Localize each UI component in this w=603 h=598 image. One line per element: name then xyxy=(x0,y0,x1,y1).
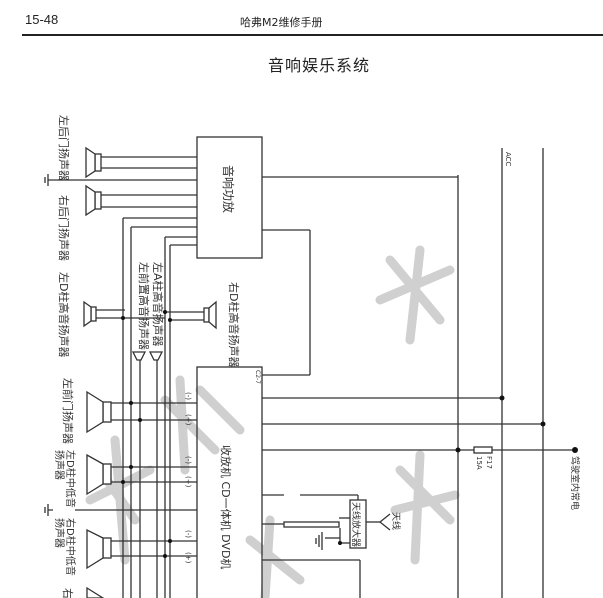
speaker-left-d-pillar-mid xyxy=(86,453,112,496)
antenna-label: 天线 xyxy=(390,512,402,530)
label-right-d-pillar-mid: 右D柱中低音扬声器 xyxy=(53,518,75,580)
label-right-rear-door: 右后门扬声器 xyxy=(57,195,71,261)
antenna-amplifier-label: 天线放大器 xyxy=(350,502,362,547)
speaker-left-front-tweeter xyxy=(131,351,147,361)
header-rule xyxy=(22,34,603,36)
page-title: 音响娱乐系统 xyxy=(267,56,370,75)
speaker-right-rear-door xyxy=(85,184,102,217)
polarity-minus: (-) xyxy=(184,530,192,538)
page-number: 15-48 xyxy=(25,12,59,27)
acc-label: ACC xyxy=(504,152,512,167)
power-source-label: 驾驶室内常电 xyxy=(569,456,581,510)
speaker-partial-bottom xyxy=(86,586,105,598)
label-left-front-tweeter: 左前置高音扬声器 xyxy=(137,262,151,350)
label-right-d-pillar-tweeter: 右D柱高音扬声器 xyxy=(227,282,241,367)
speaker-right-d-pillar-tweeter xyxy=(203,300,217,330)
manual-title: 哈弗M2维修手册 xyxy=(240,16,323,29)
label-left-rear-door: 左后门扬声器 xyxy=(57,115,71,181)
power-terminal xyxy=(572,447,578,453)
speaker-left-d-pillar-tweeter xyxy=(83,300,97,328)
head-unit-box xyxy=(196,366,263,598)
speaker-left-rear-door xyxy=(85,146,102,179)
head-unit-connector: C2-7 xyxy=(254,370,261,384)
polarity-plus: (+) xyxy=(184,476,192,488)
polarity-minus: (-) xyxy=(184,456,192,464)
fuse-rating: 15A xyxy=(475,456,483,470)
speaker-left-a-pillar-tweeter xyxy=(148,351,164,361)
polarity-plus: (+) xyxy=(184,414,192,426)
polarity-plus: (+) xyxy=(184,552,192,564)
speaker-left-front-door xyxy=(86,390,112,434)
label-left-d-pillar-tweeter: 左D柱高音扬声器 xyxy=(57,272,71,357)
head-unit-label: 收放机 CD一体机 DVD机 xyxy=(219,445,233,569)
amplifier-label: 音响功放 xyxy=(221,165,236,213)
label-left-d-pillar-mid: 左D柱中低音扬声器 xyxy=(53,450,75,512)
speaker-right-d-pillar-mid xyxy=(86,528,112,570)
label-left-front-door: 左前门扬声器 xyxy=(61,378,75,444)
amplifier-box xyxy=(196,136,263,259)
label-partial-bottom: 右 xyxy=(61,588,75,598)
fuse-name: F17 xyxy=(485,456,493,469)
polarity-minus: (-) xyxy=(184,392,192,400)
fuse-f17 xyxy=(473,446,493,454)
label-left-a-pillar-tweeter: 左A柱高音扬声器 xyxy=(151,262,165,347)
